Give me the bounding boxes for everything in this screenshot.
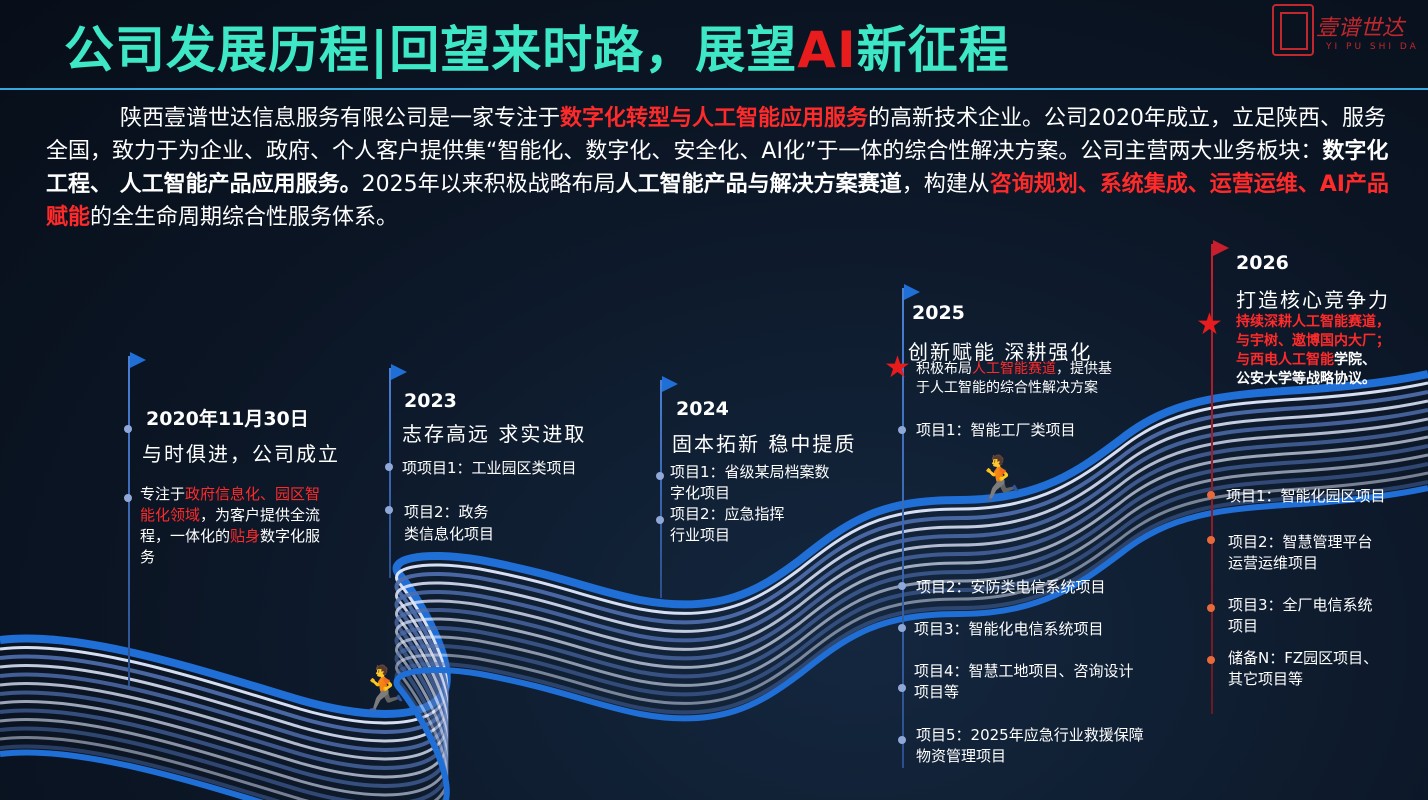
milestone-dot	[385, 463, 393, 471]
page-title: 公司发展历程|回望来时路，展望AI新征程	[64, 21, 1010, 79]
company-logo: 壹谱世达 YI PU SHI DA	[1272, 4, 1422, 60]
logo-name: 壹谱世达	[1316, 16, 1405, 41]
year-2023: 2023	[404, 390, 457, 412]
runner-icon: 🏃	[356, 664, 411, 715]
motto-2025: 创新赋能 深耕强化	[908, 340, 1093, 364]
road-stripe	[0, 399, 1428, 743]
road-stripe	[0, 480, 1428, 800]
item-2023-2b: 类信息化项目	[404, 525, 495, 543]
road-stripe	[0, 471, 1428, 800]
item-2025-1: 项目1：智能工厂类项目	[916, 421, 1076, 439]
item-2026-2a: 项目2：智慧管理平台	[1228, 533, 1373, 551]
year-2020: 2020年11月30日	[146, 408, 309, 430]
flag-icon	[662, 376, 678, 392]
road-stripe	[0, 444, 1428, 788]
flag-pole-2025	[902, 288, 904, 768]
milestone-dot	[898, 624, 906, 632]
star-icon: ★	[1196, 307, 1223, 342]
item-2026-1: 项目1：智能化园区项目	[1226, 487, 1386, 505]
item-2026-3b: 项目	[1228, 617, 1259, 635]
milestone-dot	[898, 426, 906, 434]
milestone-dot	[124, 425, 132, 433]
road-stripe	[0, 417, 1428, 761]
item-2024-2a: 项目2：应急指挥	[670, 505, 785, 523]
milestone-dot	[656, 516, 664, 524]
milestone-dot	[385, 506, 393, 514]
item-2023-1: 项项目1：工业园区类项目	[402, 459, 577, 477]
item-2026-3a: 项目3：全厂电信系统	[1228, 596, 1373, 614]
flag-pole-2020	[128, 356, 130, 686]
item-2026-4b: 其它项目等	[1228, 670, 1304, 688]
seal-icon	[1272, 4, 1314, 56]
flag-icon	[904, 284, 920, 300]
flag-pole-2023	[389, 368, 391, 578]
item-2023-2a: 项目2：政务	[404, 503, 489, 521]
milestone-dot	[656, 472, 664, 480]
road-edge	[0, 485, 1428, 800]
item-2025-3: 项目3：智能化电信系统项目	[914, 620, 1104, 638]
flag-pole-2024	[660, 380, 662, 598]
motto-2020: 与时俱进，公司成立	[142, 442, 340, 466]
item-2025-5a: 项目5：2025年应急行业救援保障	[916, 726, 1144, 744]
milestone-dot	[898, 684, 906, 692]
item-2024-2b: 行业项目	[670, 526, 731, 544]
year-2026: 2026	[1236, 252, 1289, 274]
flag-icon	[130, 352, 146, 368]
item-2026-4a: 储备N：FZ园区项目、	[1228, 649, 1379, 667]
milestone-dot	[898, 736, 906, 744]
road-stripe	[0, 381, 1428, 725]
motto-2026: 打造核心竞争力	[1236, 288, 1390, 312]
milestone-dot	[898, 582, 906, 590]
desc-2020: 专注于政府信息化、园区智能化领域，为客户提供全流程，一体化的贴身数字化服务	[140, 485, 321, 566]
road-stripe	[0, 390, 1428, 734]
item-2024-1b: 字化项目	[670, 484, 731, 502]
star-icon: ★	[884, 350, 911, 385]
item-2025-4b: 项目等	[914, 683, 960, 701]
item-2025-2: 项目2：安防类电信系统项目	[916, 578, 1106, 596]
item-2024-1a: 项目1：省级某局档案数	[670, 463, 830, 481]
strategy-2025: 积极布局人工智能赛道，提供基于人工智能的综合性解决方案	[916, 361, 1112, 396]
flag-icon	[1213, 240, 1229, 256]
title-divider	[0, 88, 1428, 90]
road-stripe	[0, 426, 1428, 770]
item-2025-5b: 物资管理项目	[916, 747, 1007, 765]
item-2026-2b: 运营运维项目	[1228, 554, 1319, 572]
road-stripe	[0, 435, 1428, 779]
milestone-dot	[1207, 604, 1215, 612]
flag-icon	[391, 364, 407, 380]
road-edge	[0, 370, 1428, 718]
road-stripe	[0, 462, 1428, 800]
motto-2024: 固本拓新 稳中提质	[672, 432, 857, 456]
milestone-dot	[124, 494, 132, 502]
milestone-dot	[1207, 491, 1215, 499]
item-2025-4a: 项目4：智慧工地项目、咨询设计	[914, 662, 1134, 680]
logo-pinyin: YI PU SHI DA	[1326, 42, 1419, 52]
road-stripe	[0, 408, 1428, 752]
runner-icon: 🏃	[972, 454, 1027, 505]
motto-2023: 志存高远 求实进取	[402, 422, 587, 446]
road-stripe	[0, 453, 1428, 797]
flag-pole-2026	[1211, 244, 1213, 714]
milestone-dot	[1207, 536, 1215, 544]
intro-paragraph: 陕西壹谱世达信息服务有限公司是一家专注于数字化转型与人工智能应用服务的高新技术企…	[46, 106, 1389, 230]
year-2025: 2025	[912, 302, 965, 324]
strategy-2026: 持续深耕人工智能赛道，与宇树、遨博国内大厂；与西电人工智能学院、公安大学等战略协…	[1236, 314, 1390, 387]
year-2024: 2024	[676, 398, 729, 420]
road-stripes	[0, 370, 1428, 800]
milestone-dot	[1207, 656, 1215, 664]
